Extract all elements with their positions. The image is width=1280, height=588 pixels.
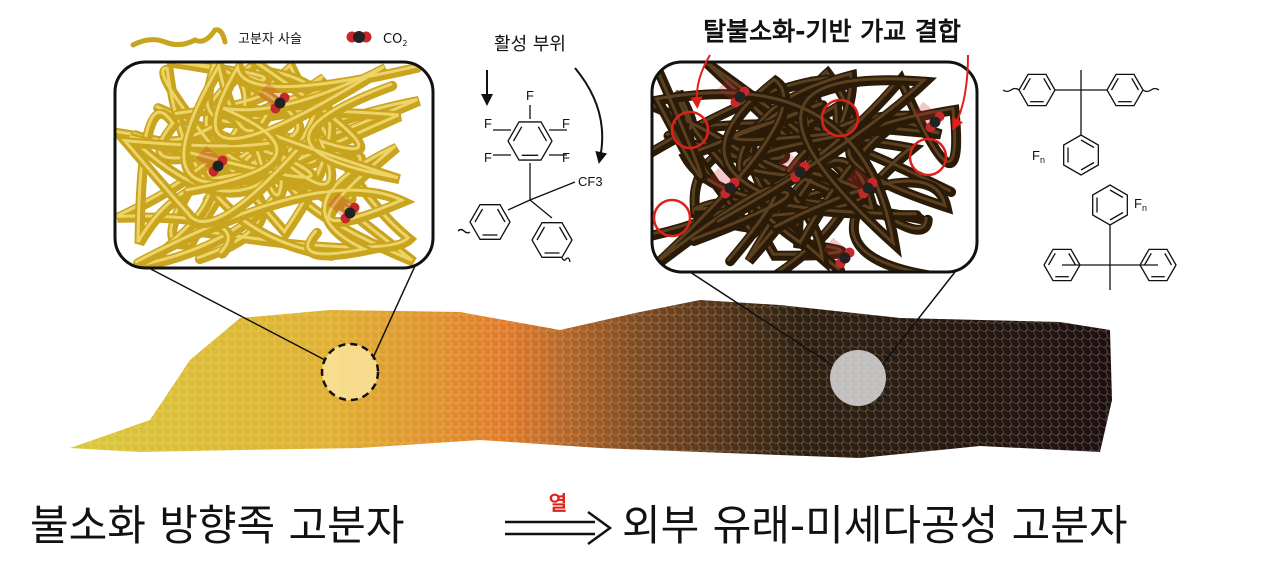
fn-label-top: Fn [1032, 148, 1045, 165]
co2-molecule-icon [346, 31, 372, 43]
polymer-chain [133, 143, 416, 268]
legend-co2-label: CO2 [383, 32, 407, 48]
crosslink-label: 탈불소화-기반 가교 결합 [703, 17, 961, 46]
f-label: F [562, 116, 570, 131]
co2-molecule [846, 167, 878, 199]
heat-label: 열 [549, 491, 567, 515]
benzene-ring [507, 121, 553, 161]
right-title: 외부 유래-미세다공성 고분자 [622, 501, 1128, 550]
co2-molecule [196, 145, 228, 177]
cf3-label: CF3 [578, 174, 603, 189]
co2-molecule [778, 151, 810, 183]
crosslink-arrow-left [690, 54, 711, 109]
benzene-ring [1063, 134, 1099, 176]
zoom-lines [144, 265, 956, 366]
co2-molecule [258, 82, 290, 114]
benzene-ring [531, 222, 573, 258]
legend-chain-label: 고분자 사슬 [238, 32, 302, 47]
polymer-chain-icon [130, 27, 228, 48]
co2-molecule [708, 167, 740, 199]
fn-label-bottom: Fn [1134, 196, 1147, 213]
benzene-ring [1139, 248, 1177, 282]
co2-molecule [328, 192, 360, 224]
f-label: F [562, 150, 570, 165]
inset-microporous-polymer [650, 60, 979, 274]
heat-arrow [505, 510, 613, 546]
benzene-ring [1043, 248, 1081, 282]
left-title: 불소화 방향족 고분자 [30, 501, 404, 550]
co2-molecule [718, 76, 750, 108]
f-label: F [484, 116, 492, 131]
co2-molecule [823, 237, 855, 269]
crosslinked-structure: Fn Fn [1002, 70, 1177, 290]
crosslink-markers [652, 98, 948, 238]
benzene-ring [1018, 73, 1056, 107]
fluorinated-monomer-structure: F F F F F CF3 [457, 88, 603, 263]
legend: 고분자 사슬 CO2 [130, 27, 407, 48]
benzene-ring [1092, 184, 1128, 226]
f-label: F [526, 88, 534, 103]
polymer-membrane [70, 300, 1112, 458]
active-site-arrow-right [574, 67, 608, 164]
magnify-region-right [830, 350, 886, 406]
active-site-label: 활성 부위 [494, 34, 566, 55]
benzene-ring [1106, 73, 1144, 107]
magnify-region-left [320, 342, 380, 402]
f-label: F [484, 150, 492, 165]
co2-molecule [913, 101, 945, 133]
benzene-ring [469, 204, 511, 240]
crosslink-arrow-right [952, 54, 969, 131]
